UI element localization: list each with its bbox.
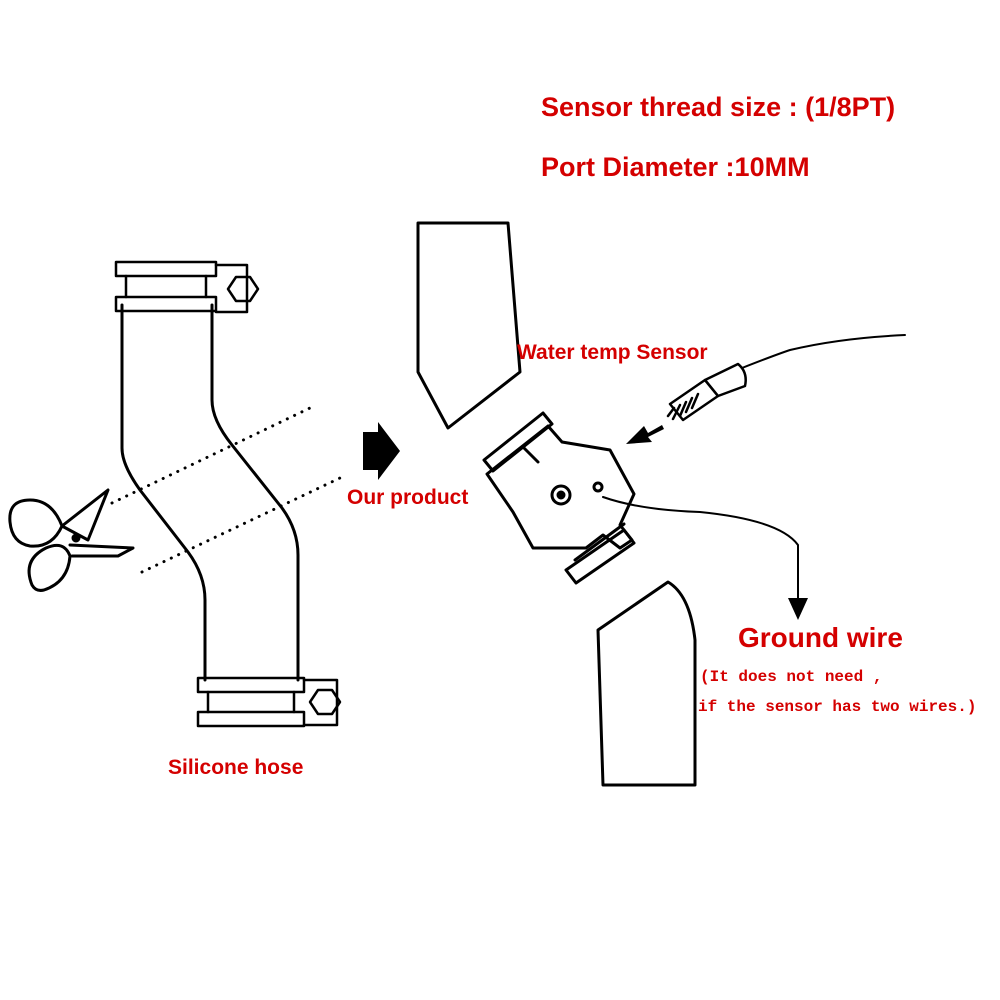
ground-wire-note-line1: (It does not need , [700, 668, 883, 686]
cut-lines [110, 406, 342, 574]
ground-wire-note-line2: if the sensor has two wires.) [698, 698, 977, 716]
hex-nut-icon [226, 275, 260, 303]
arrow-right-icon [363, 422, 400, 480]
scissors-icon [8, 488, 135, 592]
our-product-label: Our product [347, 486, 469, 509]
ground-wire [602, 496, 799, 606]
hex-nut-icon [308, 688, 342, 716]
port-diameter-label: Port Diameter :10MM [541, 152, 810, 182]
lower-hose-section [596, 580, 697, 787]
sensor-adapter [482, 411, 636, 585]
arrow-down-icon [788, 598, 808, 620]
silicone-hose-label: Silicone hose [168, 756, 304, 779]
upper-hose-section [416, 221, 522, 430]
silicone-hose [120, 303, 300, 682]
water-temp-sensor-label: Water temp Sensor [517, 341, 708, 364]
water-temp-sensor [666, 334, 906, 422]
top-hose-clamp [114, 260, 260, 314]
bottom-hose-clamp [196, 676, 342, 728]
sensor-thread-size-label: Sensor thread size : (1/8PT) [541, 92, 896, 122]
ground-wire-label: Ground wire [738, 622, 903, 653]
arrow-left-down-icon [626, 425, 664, 444]
